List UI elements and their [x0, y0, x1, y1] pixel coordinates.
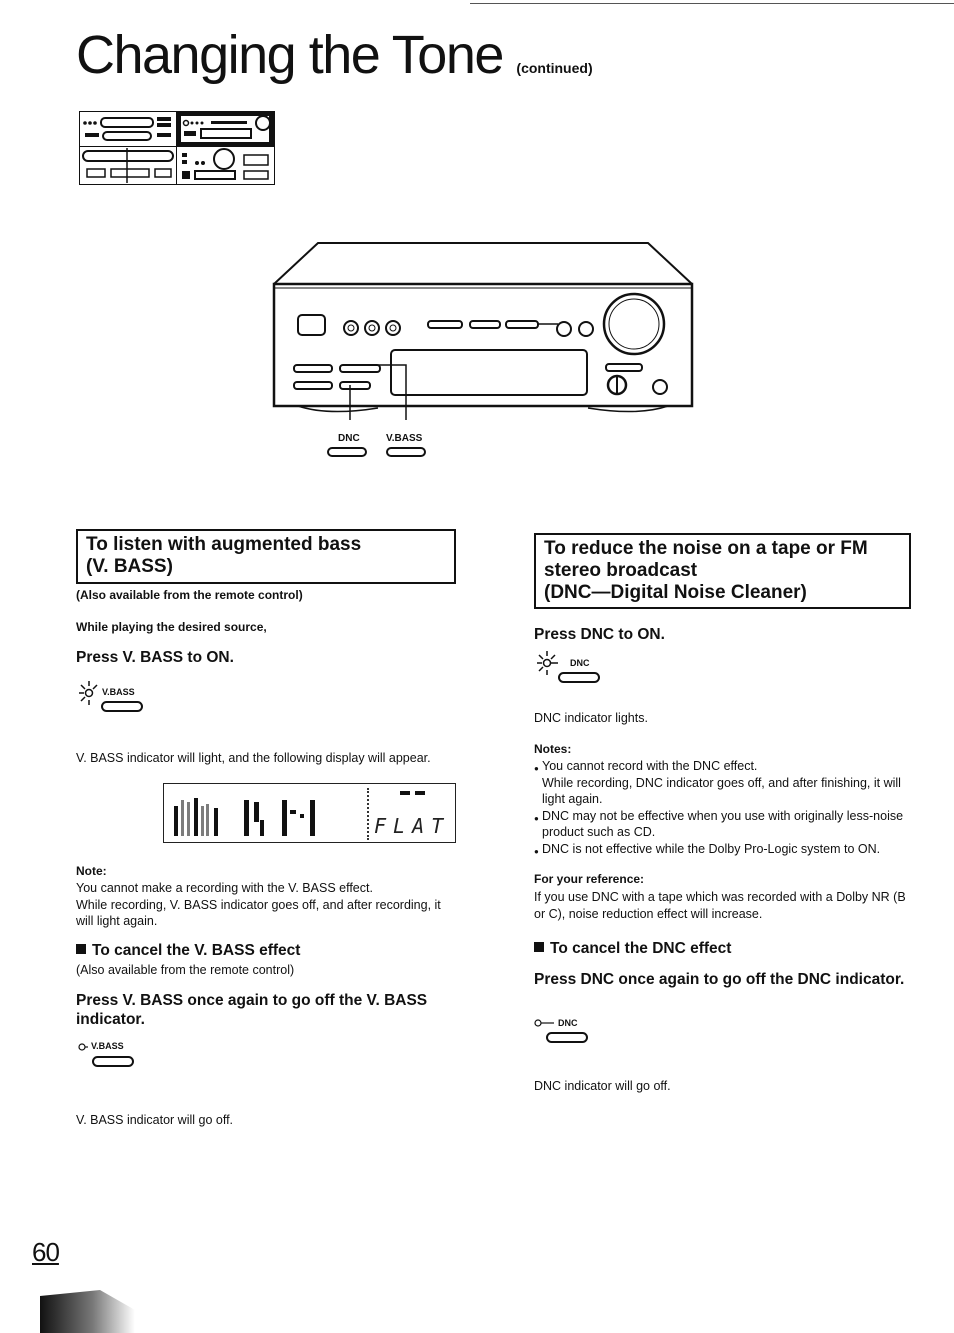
callout-vbass-button — [386, 447, 426, 457]
dnc-note-item: DNC is not effective while the Dolby Pro… — [534, 841, 914, 860]
dnc-notes-title: Notes: — [534, 742, 572, 756]
vbass-while-playing: While playing the desired source, — [76, 620, 267, 634]
vbass-cancel-result: V. BASS indicator will go off. — [76, 1113, 234, 1127]
vbass-note-body: You cannot make a recording with the V. … — [76, 880, 461, 930]
dnc-cancel-step: Press DNC once again to go off the DNC i… — [534, 971, 905, 988]
square-bullet-icon — [76, 944, 86, 954]
callout-dnc-label: DNC — [338, 433, 360, 444]
vbass-button-icon — [101, 701, 143, 712]
dnc-cancel-result: DNC indicator will go off. — [534, 1079, 671, 1093]
section-heading-vbass: To listen with augmented bass (V. BASS) — [76, 529, 456, 584]
section-heading-dnc: To reduce the noise on a tape or FM ster… — [534, 533, 911, 609]
dnc-note-item: DNC may not be effective when you use wi… — [534, 808, 914, 841]
page-number: 60 — [32, 1237, 60, 1267]
indicator-off-icon — [534, 1019, 554, 1027]
dnc-step: Press DNC to ON. — [534, 626, 665, 643]
lcd-display: FLAT — [163, 783, 456, 843]
page-title-text: Changing the Tone — [76, 25, 504, 85]
vbass-note-line2: While recording, V. BASS indicator goes … — [76, 897, 441, 929]
light-rays-icon — [79, 681, 98, 705]
vbass-note-line1: You cannot make a recording with the V. … — [76, 881, 373, 895]
lcd-divider — [367, 788, 370, 840]
vbass-cancel-button-label: V.BASS — [91, 1041, 124, 1051]
dnc-notes-list: You cannot record with the DNC effect. W… — [534, 758, 914, 860]
vbass-cancel-step: Press V. BASS once again to go off the V… — [76, 992, 428, 1028]
dnc-reference-title: For your reference: — [534, 872, 645, 886]
lcd-spectrum-segments — [174, 798, 315, 836]
vbass-step: Press V. BASS to ON. — [76, 649, 234, 666]
corner-tab-mark — [40, 1290, 135, 1333]
vbass-cancel-remote: (Also available from the remote control) — [76, 963, 295, 977]
dnc-heading-line1: To reduce the noise on a tape or FM — [544, 538, 868, 559]
vbass-heading-line2: (V. BASS) — [86, 556, 173, 577]
vbass-cancel-heading: To cancel the V. BASS effect — [76, 942, 300, 960]
page-title: Changing the Tone (continued) — [76, 28, 593, 82]
dnc-cancel-heading: To cancel the DNC effect — [534, 940, 731, 958]
light-rays-icon — [537, 651, 558, 675]
lcd-small-indicators — [400, 791, 425, 795]
dnc-heading-line3: (DNC—Digital Noise Cleaner) — [544, 582, 807, 603]
dnc-note-item: You cannot record with the DNC effect. W… — [534, 758, 914, 808]
dnc-button-icon — [558, 672, 600, 683]
dnc-cancel-button-icon — [546, 1032, 588, 1043]
receiver-front-panel-drawing — [272, 242, 694, 420]
vbass-cancel-button-icon — [92, 1056, 134, 1067]
dnc-button-label: DNC — [570, 658, 590, 668]
stereo-system-thumbnail — [79, 111, 275, 185]
dnc-cancel-button-label: DNC — [558, 1018, 578, 1028]
vbass-button-label: V.BASS — [102, 687, 135, 697]
vbass-cancel-heading-text: To cancel the V. BASS effect — [92, 942, 301, 959]
vbass-note-title: Note: — [76, 864, 107, 878]
callout-dnc-button — [327, 447, 367, 457]
dnc-reference-text: If you use DNC with a tape which was rec… — [534, 890, 906, 921]
vbass-remote-note: (Also available from the remote control) — [76, 588, 303, 602]
indicator-off-icon — [78, 1043, 88, 1051]
dnc-heading-line2: stereo broadcast — [544, 560, 698, 581]
dnc-cancel-heading-text: To cancel the DNC effect — [550, 940, 732, 957]
page-title-suffix: (continued) — [516, 60, 593, 76]
vbass-heading-line1: To listen with augmented bass — [86, 534, 362, 555]
lcd-flat-text: FLAT — [374, 814, 451, 838]
callout-vbass-label: V.BASS — [386, 433, 423, 444]
top-rule — [470, 3, 954, 4]
square-bullet-icon — [534, 942, 544, 952]
vbass-indicator-text: V. BASS indicator will light, and the fo… — [76, 751, 431, 765]
dnc-indicator-text: DNC indicator lights. — [534, 711, 648, 725]
